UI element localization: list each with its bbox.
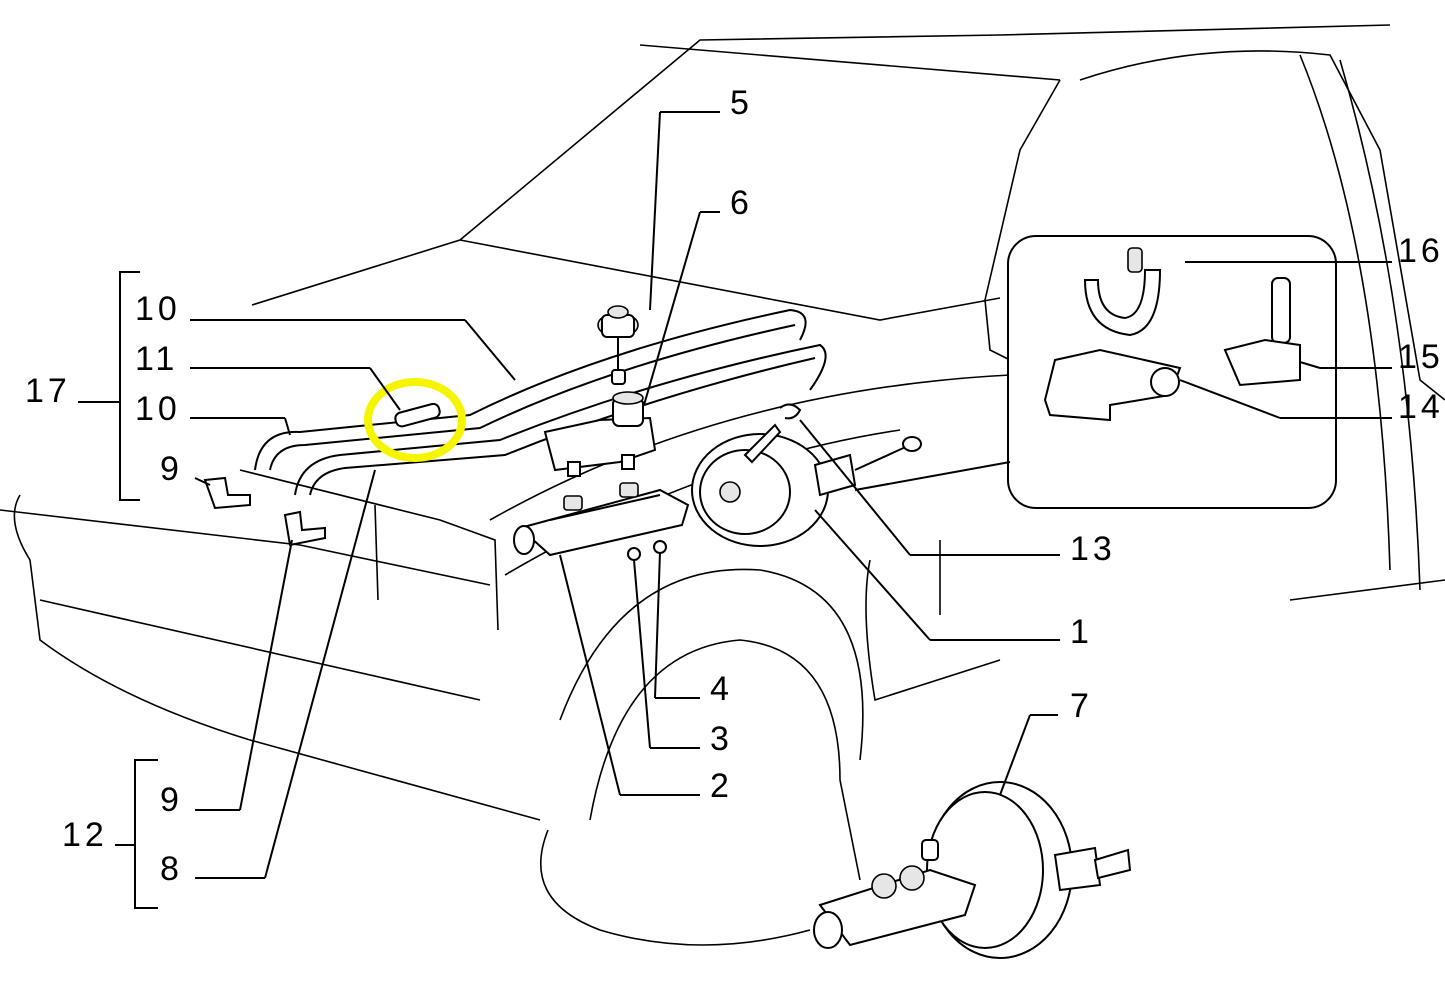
label-10-lower: 10 <box>135 390 181 428</box>
label-9-top: 9 <box>160 450 183 488</box>
hose-clamp <box>1083 269 1162 337</box>
fluid-reservoir <box>543 391 657 477</box>
label-4: 4 <box>710 670 733 708</box>
clip <box>779 403 802 420</box>
label-5: 5 <box>730 84 753 122</box>
leader-lines <box>78 111 1392 909</box>
connector <box>1271 277 1291 344</box>
label-7: 7 <box>1070 687 1093 725</box>
label-1: 1 <box>1070 613 1093 651</box>
reservoir-cap <box>597 305 639 385</box>
label-8: 8 <box>160 850 183 888</box>
label-10-top: 10 <box>135 290 181 328</box>
label-6: 6 <box>730 184 753 222</box>
booster-assembly <box>813 781 1132 959</box>
label-11: 11 <box>135 340 178 378</box>
label-17: 17 <box>25 372 71 410</box>
label-12: 12 <box>62 816 108 854</box>
fitting-part-11 <box>364 378 466 462</box>
brake-booster <box>691 423 922 547</box>
t-connectors <box>203 476 326 547</box>
highlight-circle <box>364 378 466 462</box>
label-15: 15 <box>1398 338 1444 376</box>
master-cylinder <box>513 482 690 557</box>
label-3: 3 <box>710 720 733 758</box>
label-16: 16 <box>1398 232 1444 270</box>
label-14: 14 <box>1398 388 1444 426</box>
inset-detail-box <box>1007 235 1337 509</box>
label-2: 2 <box>710 767 733 805</box>
label-9-bottom: 9 <box>160 781 183 819</box>
label-13: 13 <box>1070 530 1116 568</box>
callout-labels: 5 6 16 15 14 13 1 4 3 2 7 10 11 10 9 17 … <box>25 84 1444 888</box>
